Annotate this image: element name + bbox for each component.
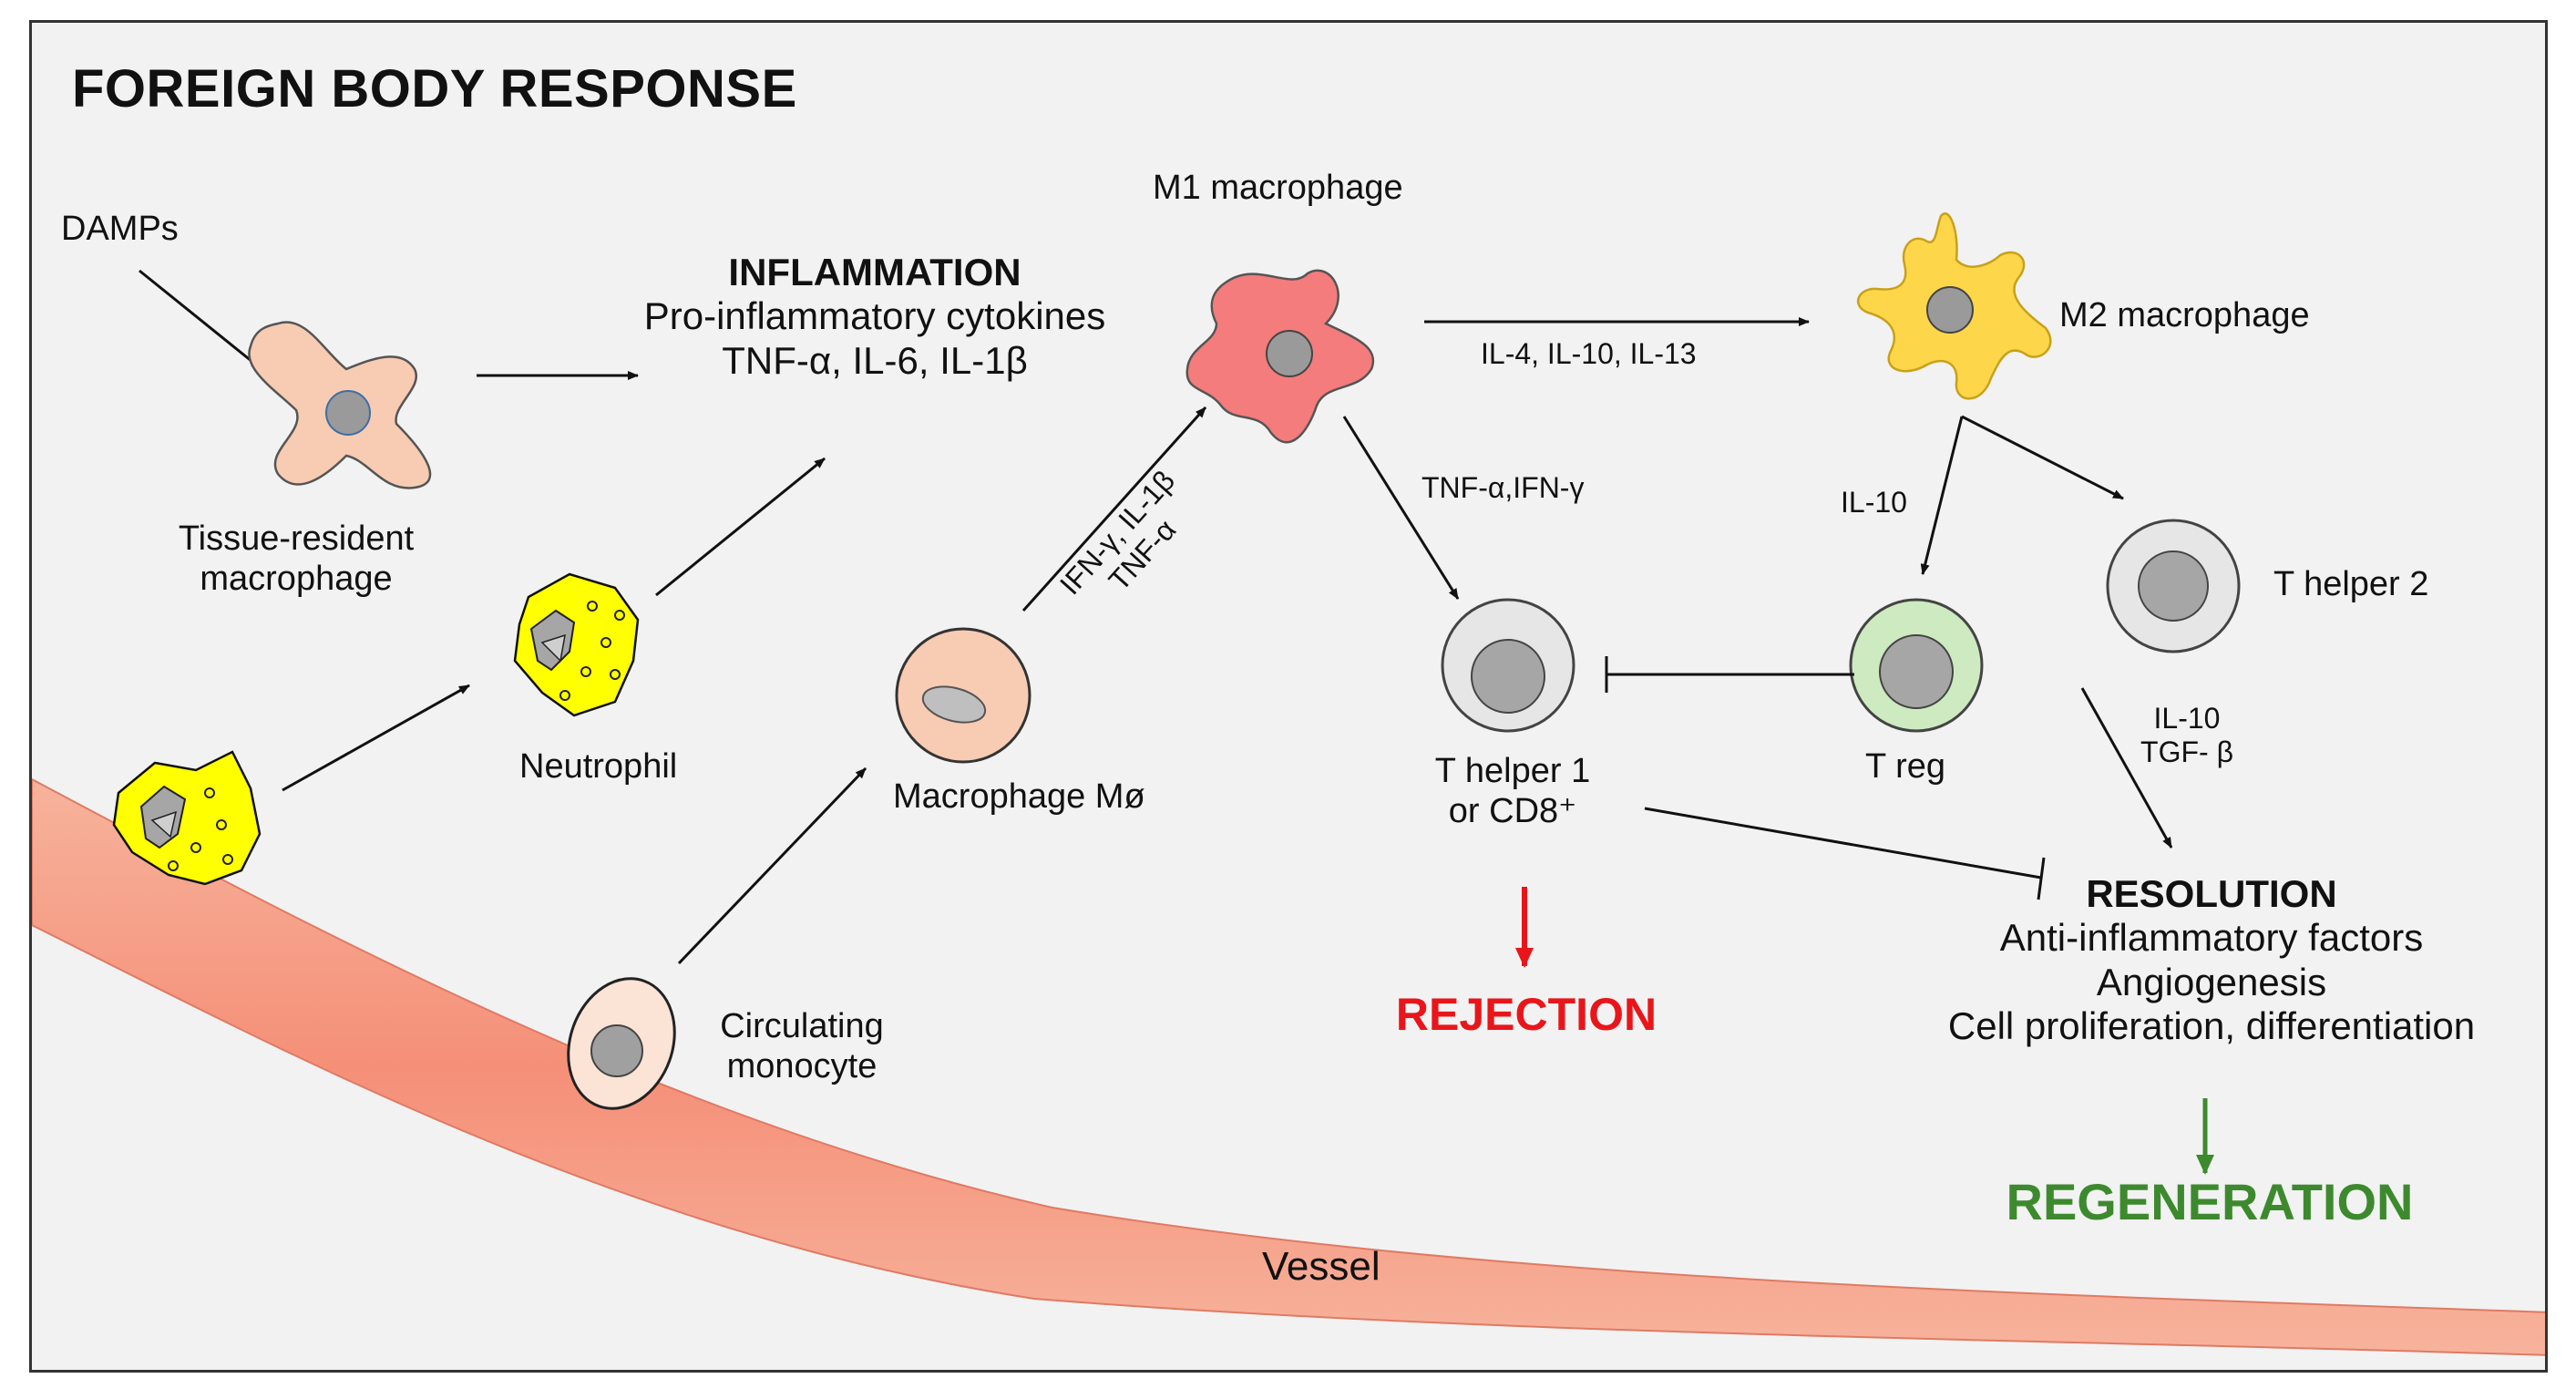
rejection-label: REJECTION [1395, 989, 1657, 1040]
vessel-band [32, 777, 2545, 1356]
diagram-artwork [32, 212, 2545, 1356]
th1-label: T helper 1 or CD8⁺ [1435, 752, 1590, 831]
th1-cell [1441, 598, 1575, 733]
arrow-neutrophil-to-inflammation [655, 457, 826, 597]
inflammation-block: INFLAMMATION Pro-inflammatory cytokines … [644, 251, 1105, 383]
monocyte-label-line2: monocyte [726, 1046, 877, 1085]
inhibit-th1-to-resolution-bar [2037, 857, 2046, 900]
monocyte-cell [567, 977, 676, 1110]
macrophage-m0-label: Macrophage Mø [893, 777, 1145, 816]
inflammation-heading: INFLAMMATION [728, 251, 1021, 293]
cytokines-m1-to-th1: TNF-α,IFN-γ [1421, 471, 1585, 504]
tissue-macrophage-label-line2: macrophage [200, 559, 393, 598]
treg-cell [1849, 598, 1984, 733]
damps-label: DAMPs [61, 210, 179, 248]
resolution-block: RESOLUTION Anti-inflammatory factors Ang… [1948, 872, 2475, 1048]
diagram-frame: FOREIGN BODY RESPONSE DAMPs Tissue-resid… [29, 20, 2548, 1373]
monocyte-label-line1: Circulating [720, 1007, 884, 1045]
th2-cell [2106, 519, 2241, 653]
resolution-line2: Angiogenesis [2096, 960, 2327, 1003]
monocyte-label: Circulating monocyte [720, 1007, 884, 1086]
cytokines-to-resolution-line2: TGF- β [2140, 735, 2233, 768]
cytokines-m2-to-treg: IL-10 [1841, 486, 1907, 519]
neutrophil-label: Neutrophil [519, 747, 678, 786]
arrow-damps-to-tissue [139, 269, 262, 371]
cytokines-to-resolution-line1: IL-10 [2153, 702, 2221, 735]
treg-label: T reg [1865, 747, 1946, 786]
resolution-line3: Cell proliferation, differentiation [1947, 1003, 2476, 1047]
th1-label-line1: T helper 1 [1434, 752, 1591, 790]
th1-label-line2: or CD8⁺ [1448, 791, 1577, 830]
vessel-label: Vessel [1262, 1244, 1380, 1289]
th2-label: T helper 2 [2273, 565, 2429, 603]
arrow-m2-to-th2 [1961, 415, 2124, 500]
cytokines-to-resolution: IL-10 TGF- β [2140, 702, 2233, 769]
inflammation-line1: Pro-inflammatory cytokines [643, 294, 1106, 338]
resolution-line1: Anti-inflammatory factors [1999, 916, 2424, 960]
arrow-m1-to-th1 [1342, 416, 1460, 600]
arrow-m2-to-treg [1920, 416, 1964, 575]
arrow-macrophage-to-m1 [1021, 406, 1207, 612]
tissue-macrophage-cell [248, 321, 432, 489]
arrow-vessel-neutrophil-to-neutrophil [282, 684, 470, 792]
tissue-macrophage-label-line1: Tissue-resident [178, 519, 415, 558]
m1-label: M1 macrophage [1153, 169, 1403, 207]
diagram-title: FOREIGN BODY RESPONSE [72, 59, 797, 118]
cytokines-m1-to-m2: IL-4, IL-10, IL-13 [1481, 337, 1697, 370]
m1-macrophage-cell [1185, 269, 1375, 444]
inflammation-line2: TNF-α, IL-6, IL-1β [722, 338, 1028, 382]
macrophage-m0-cell [895, 627, 1031, 764]
arrow-monocyte-to-macrophage [677, 766, 867, 965]
inhibit-th1-to-resolution [1644, 807, 2042, 880]
tissue-macrophage-label: Tissue-resident macrophage [179, 519, 414, 599]
neutrophil-cell [513, 572, 640, 717]
resolution-heading: RESOLUTION [2086, 872, 2337, 915]
arrow-treg-th2-to-resolution [2080, 687, 2173, 849]
m2-label: M2 macrophage [2059, 296, 2310, 334]
regeneration-label: REGENERATION [2006, 1173, 2414, 1230]
neutrophil-vessel-cell [112, 750, 262, 886]
m2-macrophage-cell [1857, 212, 2052, 400]
